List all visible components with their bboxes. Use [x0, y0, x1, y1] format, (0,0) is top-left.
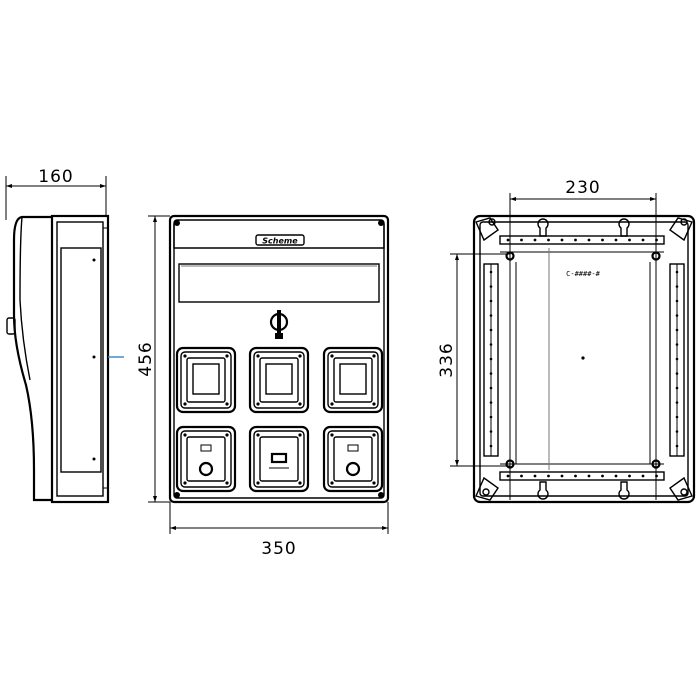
side-width-label: 160	[38, 167, 73, 187]
front-width-label: 350	[261, 539, 296, 559]
rail-hole	[601, 474, 604, 478]
rail-hole	[675, 415, 679, 419]
rail-hole	[520, 238, 523, 242]
rail-hole	[489, 415, 493, 419]
rail-hole	[574, 474, 577, 478]
rail-hole	[489, 357, 493, 361]
rail-hole	[489, 285, 493, 288]
rail-hole	[574, 238, 577, 242]
socket-module	[248, 346, 310, 414]
rail-hole	[641, 238, 645, 242]
rail-hole	[675, 328, 679, 332]
rail-hole	[614, 238, 618, 242]
rail-hole	[675, 444, 679, 448]
rail-hole	[533, 238, 537, 242]
rail-hole	[520, 474, 523, 478]
rail-hole	[489, 343, 493, 346]
back-width-label: 230	[565, 178, 600, 198]
rail-hole	[489, 270, 493, 274]
rail-hole	[675, 299, 679, 303]
rail-hole	[489, 430, 493, 433]
rail-hole	[587, 474, 591, 478]
rail-hole	[601, 238, 604, 242]
rail-hole	[560, 474, 564, 478]
rail-hole	[587, 238, 591, 242]
socket-module	[175, 346, 237, 414]
rail-hole	[489, 314, 493, 317]
rail-hole	[547, 238, 550, 242]
rail-hole	[675, 357, 679, 361]
rail-hole	[628, 238, 631, 242]
back-view: 230 336	[437, 178, 696, 504]
rail-hole	[489, 372, 493, 375]
rail-hole	[655, 238, 658, 242]
height-label: 456	[136, 341, 156, 376]
back-height-label: 336	[437, 342, 457, 377]
rail-hole	[547, 474, 550, 478]
rail-hole	[489, 444, 493, 448]
rail-hole	[675, 314, 679, 317]
rail-hole	[675, 285, 679, 288]
rail-hole	[675, 430, 679, 433]
rail-hole	[489, 401, 493, 404]
socket-module	[322, 346, 384, 414]
rail-hole	[489, 386, 493, 390]
back-logo: C-####-#	[566, 270, 601, 278]
socket-module	[248, 425, 310, 493]
rail-hole	[506, 238, 510, 242]
rail-hole	[489, 328, 493, 332]
side-view: 160	[5, 167, 124, 504]
socket-module	[322, 425, 384, 493]
rail-hole	[560, 238, 564, 242]
rail-hole	[655, 474, 658, 478]
rail-hole	[675, 372, 679, 375]
front-view: 456 350 Scheme	[136, 214, 390, 559]
rail-hole	[614, 474, 618, 478]
rail-hole	[506, 474, 510, 478]
rail-hole	[533, 474, 537, 478]
rail-holes	[489, 238, 679, 478]
rail-hole	[675, 401, 679, 404]
rail-hole	[641, 474, 645, 478]
socket-grid	[175, 346, 384, 493]
socket-module	[175, 425, 237, 493]
rail-hole	[489, 299, 493, 303]
rail-hole	[675, 270, 679, 274]
rail-hole	[675, 386, 679, 390]
rail-hole	[675, 343, 679, 346]
front-logo: Scheme	[262, 237, 298, 246]
rail-hole	[628, 474, 631, 478]
